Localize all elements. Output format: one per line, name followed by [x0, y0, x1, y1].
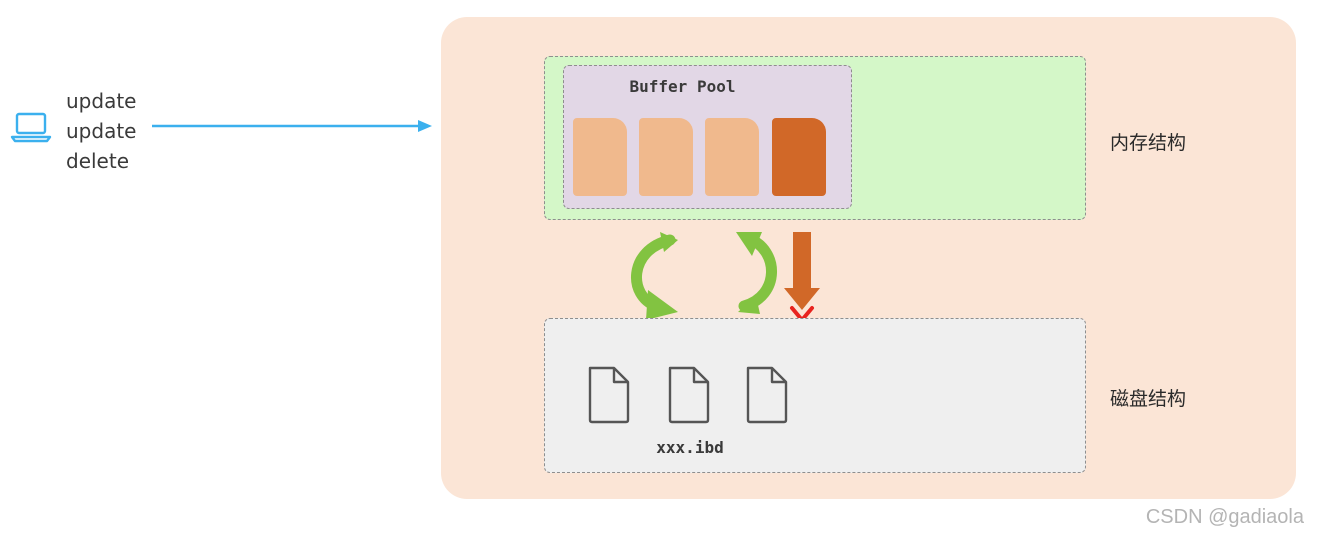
memory-structure-label: 内存结构	[1110, 132, 1187, 154]
flush-cycle-arrow-right	[736, 232, 777, 314]
request-arrow	[152, 120, 432, 132]
operation-item: update	[66, 89, 137, 113]
laptop-icon	[10, 112, 52, 143]
watermark: CSDN @gadiaola	[1145, 506, 1304, 528]
buffer-page	[573, 118, 627, 196]
tablespace-file-label: xxx.ibd	[656, 438, 724, 457]
dirty-buffer-page	[772, 118, 826, 196]
buffer-page	[705, 118, 759, 196]
buffer-page	[639, 118, 693, 196]
document-icon	[668, 366, 710, 424]
disk-structure-label: 磁盘结构	[1110, 388, 1187, 410]
operation-item: delete	[66, 149, 130, 173]
disk-structure-box	[544, 318, 1086, 473]
write-down-arrow	[784, 232, 820, 310]
operation-list: update update delete	[66, 86, 136, 176]
document-icon	[588, 366, 630, 424]
load-cycle-arrow-left	[631, 232, 678, 320]
buffer-pool-title: Buffer Pool	[629, 77, 736, 96]
document-icon	[746, 366, 788, 424]
operation-item: update	[66, 119, 137, 143]
